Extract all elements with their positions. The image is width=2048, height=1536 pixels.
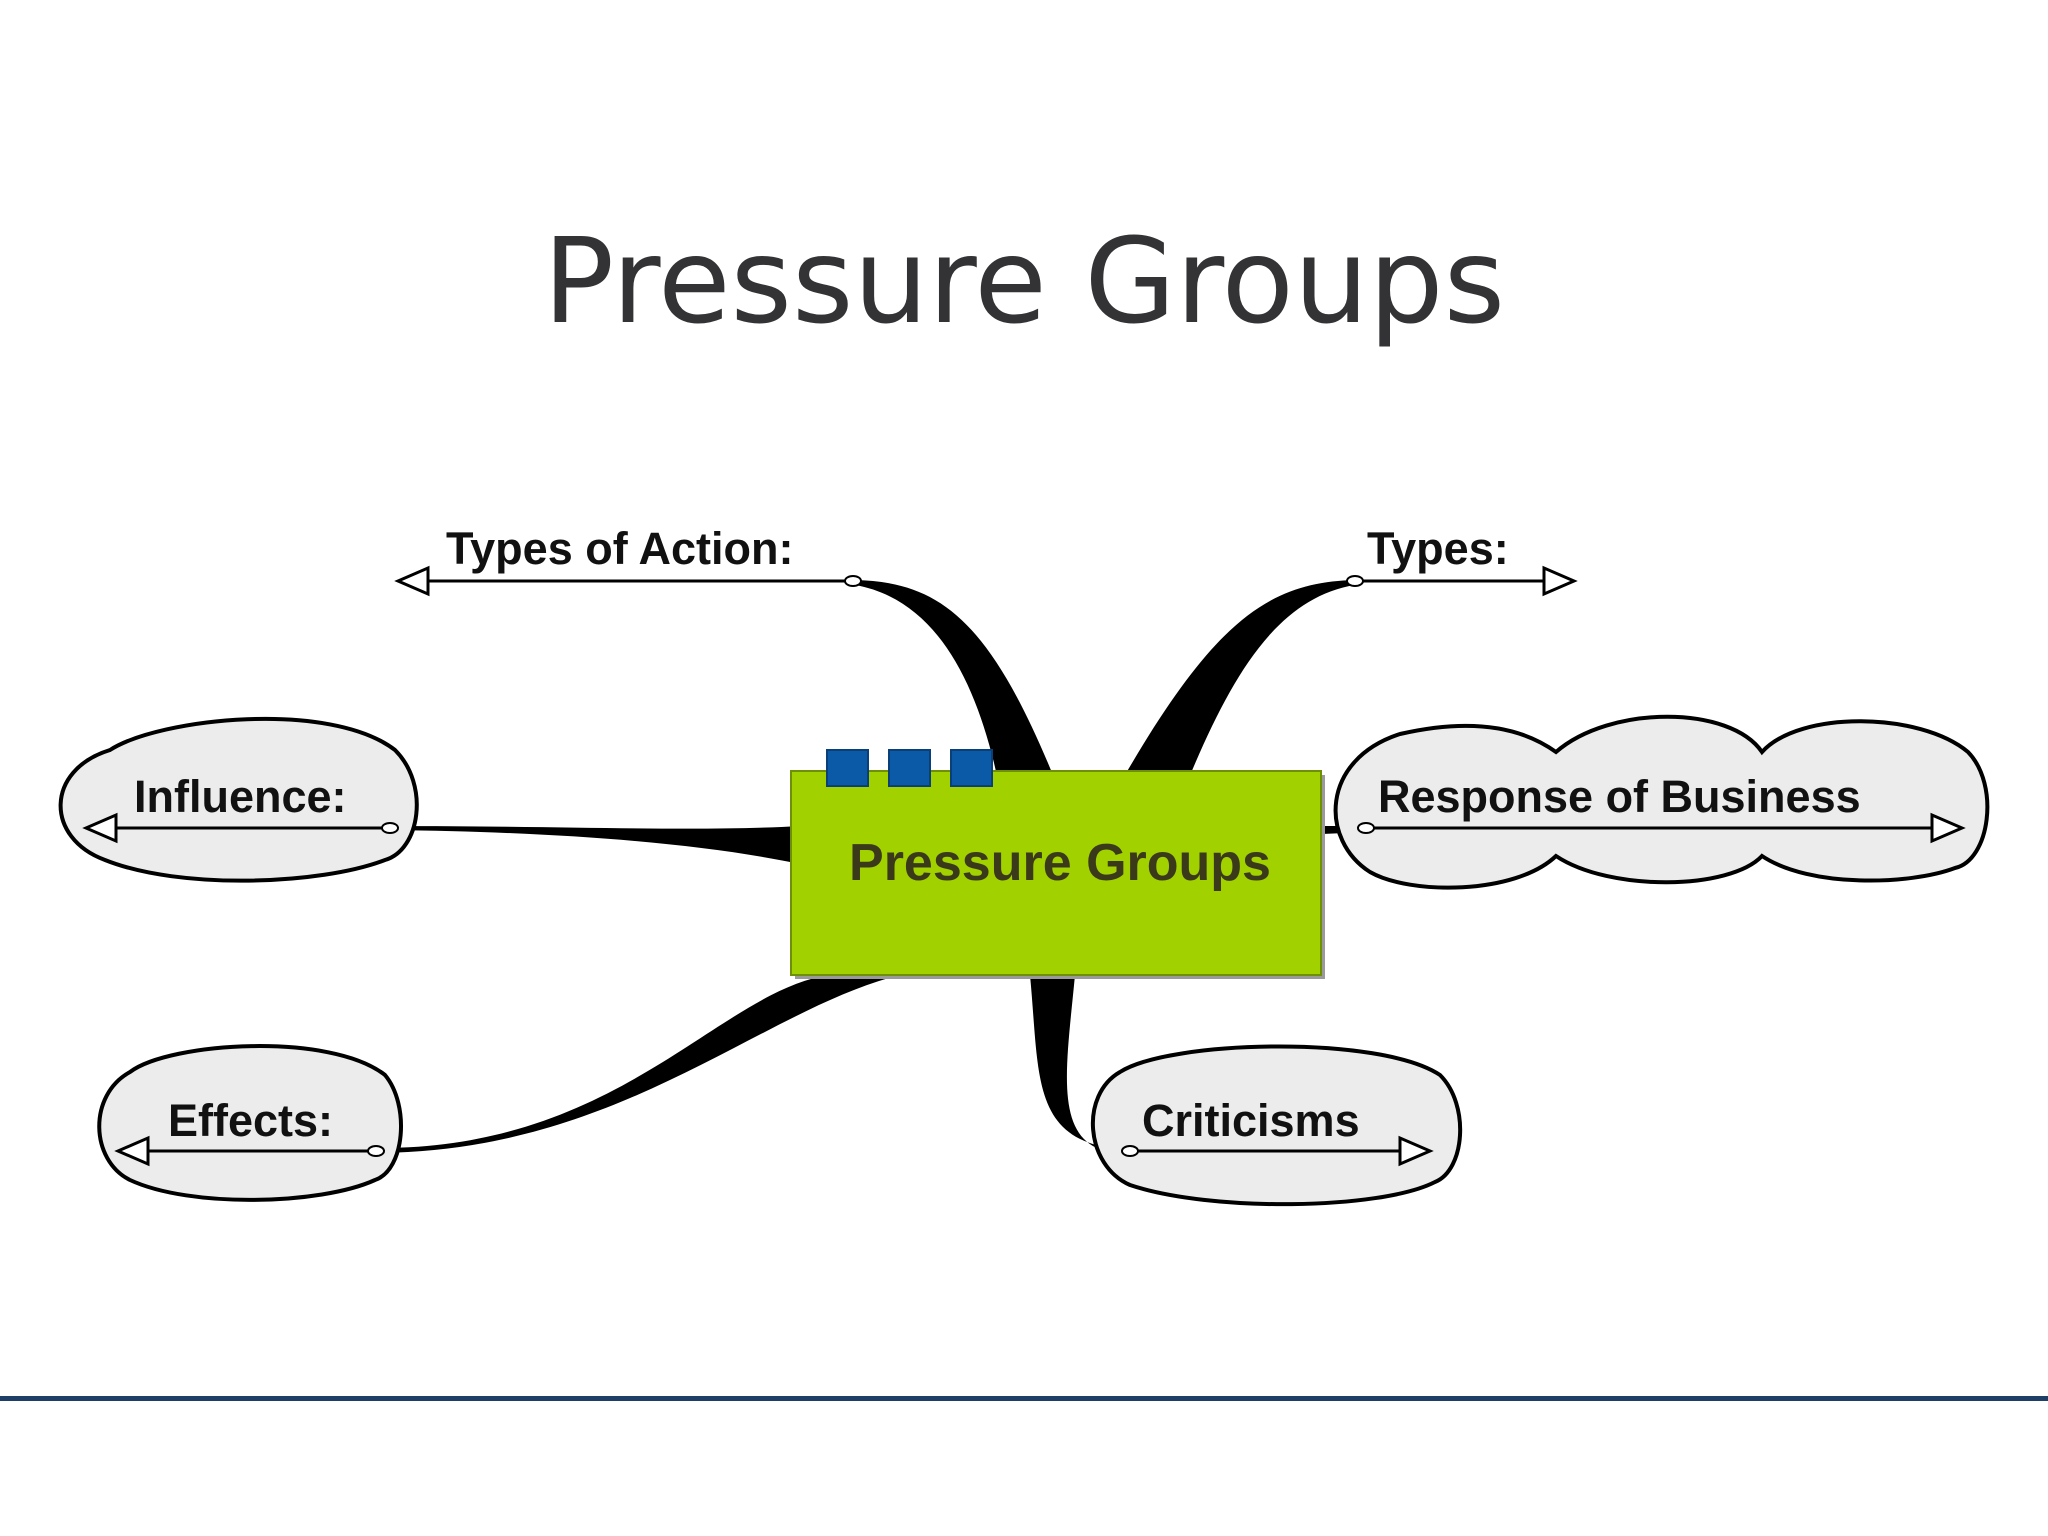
connector-handle-icon [1346, 575, 1364, 587]
connector-handle-icon [844, 575, 862, 587]
task-marker-icon [826, 749, 869, 787]
branch-label: Types of Action: [446, 523, 794, 574]
center-topic-label: Pressure Groups [849, 834, 1271, 892]
branch-label: Effects: [168, 1095, 333, 1146]
branch-influence[interactable]: Influence: [58, 716, 419, 883]
branch-response-of-business[interactable]: Response of Business [1333, 714, 1990, 890]
task-marker-icon [950, 749, 993, 787]
branch-label: Influence: [134, 771, 347, 822]
branch-label: Criticisms [1142, 1095, 1360, 1146]
connector-types-of-action [855, 580, 1055, 790]
expand-arrow-icon[interactable] [1542, 565, 1578, 597]
branch-criticisms[interactable]: Criticisms [1090, 1044, 1462, 1207]
expand-arrow-icon[interactable] [394, 565, 430, 597]
oval-shape [97, 1044, 403, 1202]
oval-shape [1090, 1044, 1462, 1207]
branch-types[interactable]: Types: [1346, 523, 1578, 597]
connector-handle-icon [367, 1145, 385, 1157]
expand-arrow-icon[interactable] [114, 1135, 150, 1167]
center-markers [826, 749, 993, 787]
connector-influence [390, 826, 800, 864]
connector-types [1125, 580, 1355, 780]
connector-handle-icon [1121, 1145, 1139, 1157]
expand-arrow-icon[interactable] [1398, 1135, 1434, 1167]
connector-handle-icon [1357, 822, 1375, 834]
slide-title: Pressure Groups [542, 212, 1506, 350]
expand-arrow-icon[interactable] [1930, 812, 1966, 844]
oval-shape [58, 716, 419, 883]
center-topic-box[interactable] [790, 770, 1322, 976]
expand-arrow-icon[interactable] [82, 812, 118, 844]
connector-effects [376, 975, 900, 1153]
connector-handle-icon [381, 822, 399, 834]
branch-types-of-action[interactable]: Types of Action: [394, 523, 862, 597]
cloud-shape [1333, 714, 1990, 890]
connector-criticisms [1030, 975, 1130, 1155]
footer-divider [0, 1396, 2048, 1401]
branch-label: Response of Business [1378, 771, 1861, 822]
task-marker-icon [888, 749, 931, 787]
branch-effects[interactable]: Effects: [97, 1044, 403, 1202]
branch-label: Types: [1367, 523, 1509, 574]
